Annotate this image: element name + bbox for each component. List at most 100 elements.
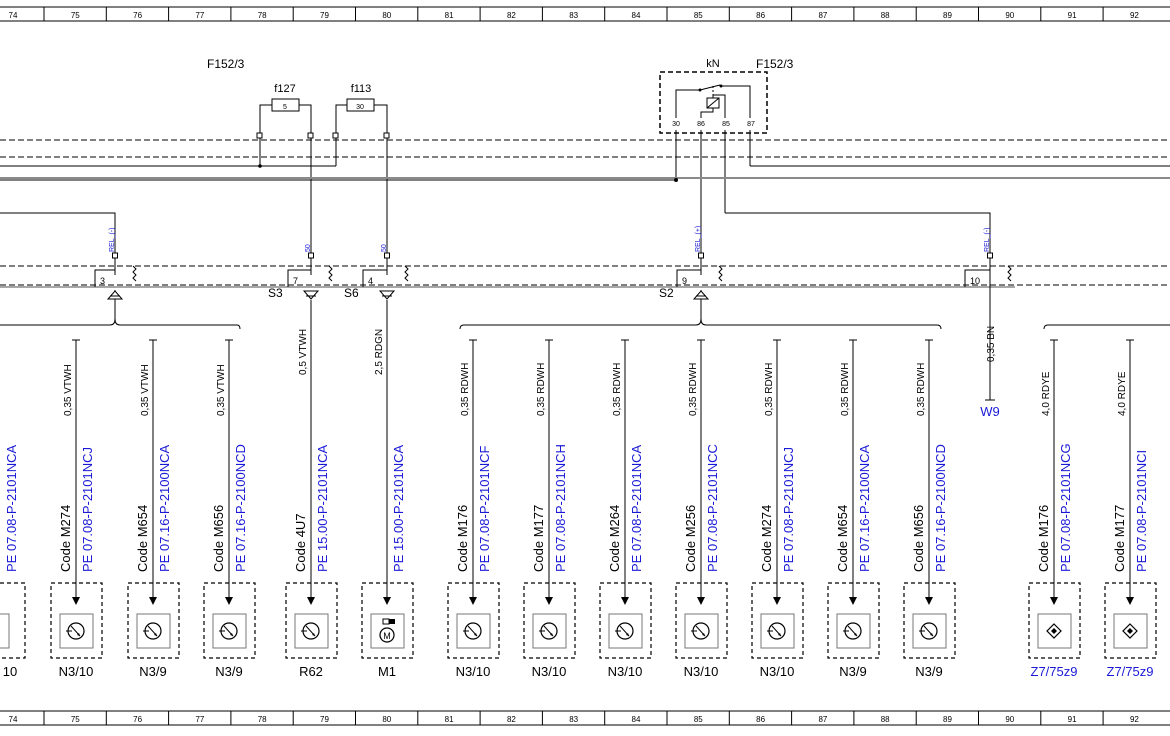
splice-s3: S3 <box>268 286 320 300</box>
ruler-number: 82 <box>507 715 516 724</box>
component-id: N3/10 <box>456 664 491 679</box>
ruler-number: 84 <box>632 11 641 20</box>
ruler-number: 76 <box>133 11 142 20</box>
ruler-number: 89 <box>943 715 952 724</box>
ruler-number: 91 <box>1068 715 1077 724</box>
ruler-number: 84 <box>632 715 641 724</box>
reference-link[interactable]: PE 07.08-P-2101NCC <box>705 444 720 572</box>
reference-link[interactable]: PE 07.08-P-2101NCF <box>477 445 492 572</box>
lower-connector-band <box>0 265 1170 288</box>
connector-signal: REL_(-) <box>109 227 116 252</box>
wire-label: 0,35 RDWH <box>536 363 547 416</box>
wire-label: 0,35 VTWH <box>140 364 151 416</box>
ruler-number: 74 <box>9 715 18 724</box>
w9-label: W9 <box>980 404 1000 419</box>
splice-left <box>106 290 124 300</box>
f152-left-label: F152/3 <box>207 57 245 71</box>
wire-label: 0,35 RDWH <box>612 363 623 416</box>
ruler-number: 77 <box>195 11 204 20</box>
ruler-number: 90 <box>1005 11 1014 20</box>
reference-link[interactable]: PE 07.16-P-2100NCA <box>857 444 872 572</box>
connector-signal: REL_(+) <box>695 226 702 252</box>
component-id: N3/10 <box>684 664 719 679</box>
connector-pin: 9 <box>682 276 687 286</box>
relay-pin: 86 <box>697 121 705 128</box>
wire-label: 0,35 RDWH <box>840 363 851 416</box>
fuse-rating: 30 <box>356 104 364 111</box>
reference-link[interactable]: PE 15.00-P-2101NCA <box>391 444 406 572</box>
fuse-f127: f127 5 <box>259 83 312 135</box>
ruler-number: 81 <box>445 11 454 20</box>
component-id: Z7/75z9 <box>1107 664 1154 679</box>
component-id: N3/10 <box>608 664 643 679</box>
ruler-number: 86 <box>756 11 765 20</box>
relay-label: kN <box>706 58 720 70</box>
code-label: Code M654 <box>835 505 850 572</box>
code-label: Code M176 <box>1036 505 1051 572</box>
reference-link[interactable]: PE 07.08-P-2101NCA <box>4 444 19 572</box>
ruler-number: 75 <box>71 715 80 724</box>
ruler-number: 85 <box>694 715 703 724</box>
ruler-number: 78 <box>258 11 267 20</box>
component-id: N3/10 <box>59 664 94 679</box>
diamond-icon <box>1046 623 1062 639</box>
fuse-rating: 5 <box>283 104 287 111</box>
reference-link[interactable]: PE 07.08-P-2101NCJ <box>781 447 796 572</box>
svg-text:M: M <box>383 631 391 641</box>
ruler-number: 78 <box>258 715 267 724</box>
ruler-number: 79 <box>320 715 329 724</box>
component-id: N3/9 <box>215 664 242 679</box>
wire-label: 4,0 RDYE <box>1041 371 1052 416</box>
reference-link[interactable]: PE 07.08-P-2101NCA <box>629 444 644 572</box>
reference-link[interactable]: PE 07.08-P-2101NCG <box>1058 443 1073 572</box>
ruler-number: 86 <box>756 715 765 724</box>
splice-label: S6 <box>344 286 359 300</box>
reference-link[interactable]: PE 07.08-P-2101NCJ <box>80 447 95 572</box>
component-column: PE 07.08-P-2101NCA 10 <box>0 444 26 679</box>
code-label: Code M176 <box>455 505 470 572</box>
wire-label: 2,5 RDGN <box>374 329 385 375</box>
ruler-number: 88 <box>881 11 890 20</box>
code-label: Code M656 <box>911 505 926 572</box>
ruler-number: 91 <box>1068 11 1077 20</box>
connector-pin: 4 <box>368 276 373 286</box>
reference-link[interactable]: PE 15.00-P-2101NCA <box>315 444 330 572</box>
code-label: Code M274 <box>58 505 73 572</box>
component-id: N3/10 <box>532 664 567 679</box>
connector-pin: 7 <box>293 276 298 286</box>
splice-s2: S2 <box>659 286 710 300</box>
code-label: Code 4U7 <box>293 513 308 572</box>
f152-right-label: F152/3 <box>756 57 794 71</box>
code-label: Code M264 <box>607 505 622 572</box>
ruler-number: 81 <box>445 715 454 724</box>
wire-label: 4,0 RDYE <box>1117 371 1128 416</box>
code-label: Code M177 <box>1112 505 1127 572</box>
component-id: Z7/75z9 <box>1031 664 1078 679</box>
ruler-number: 87 <box>818 11 827 20</box>
ruler-number: 76 <box>133 715 142 724</box>
ruler-number: 87 <box>818 715 827 724</box>
reference-link[interactable]: PE 07.08-P-2101NCH <box>553 444 568 572</box>
ruler-number: 77 <box>195 715 204 724</box>
upper-connector-band <box>0 130 1170 253</box>
wire-label: 0,35 RDWH <box>764 363 775 416</box>
reference-link[interactable]: PE 07.16-P-2100NCD <box>233 444 248 572</box>
ruler-number: 74 <box>9 11 18 20</box>
wire-label: 0,35 BN <box>986 326 997 362</box>
reference-link[interactable]: PE 07.16-P-2100NCD <box>933 444 948 572</box>
splice-s6: S6 <box>344 286 396 300</box>
reference-link[interactable]: PE 07.16-P-2100NCA <box>157 444 172 572</box>
ruler-number: 90 <box>1005 715 1014 724</box>
connector-signal: 50 <box>381 244 388 252</box>
connector-signal: REL_(-) <box>984 227 991 252</box>
reference-link[interactable]: PE 07.08-P-2101NCI <box>1134 450 1149 572</box>
component-id: 10 <box>3 664 17 679</box>
